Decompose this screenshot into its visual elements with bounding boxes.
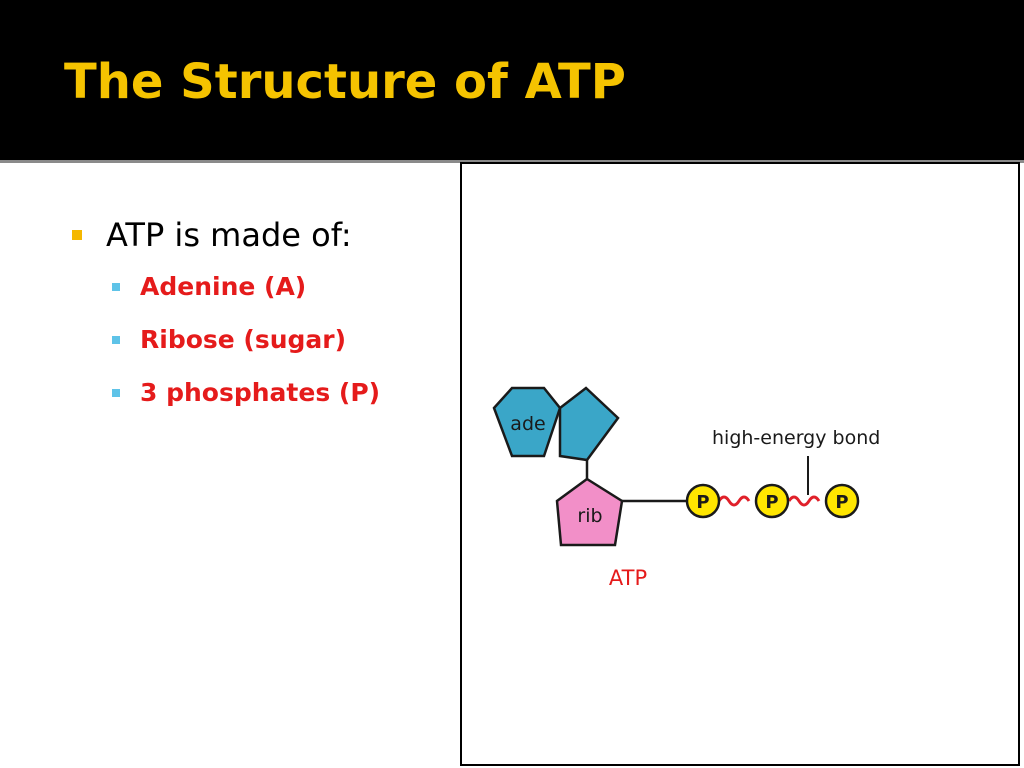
high-energy-bond-1 (717, 495, 751, 507)
high-energy-bond-label: high-energy bond (712, 427, 880, 449)
atp-diagram-frame: ade rib P P P high-energy bond ATP (460, 162, 1020, 766)
high-energy-bond-2 (787, 495, 821, 507)
sub-bullet-phosphates: 3 phosphates (P) (112, 378, 452, 407)
phosphate-1 (685, 483, 721, 519)
atp-label: ATP (609, 566, 647, 590)
sub-bullet-ribose: Ribose (sugar) (112, 325, 452, 354)
phosphate-3 (824, 483, 860, 519)
phosphate-label: P (765, 492, 778, 513)
title-bar: The Structure of ATP (0, 0, 1024, 160)
square-bullet-icon (112, 388, 120, 397)
bullet-content: ATP is made of: Adenine (A) Ribose (suga… (72, 216, 452, 431)
adenine-label: ade (510, 413, 545, 435)
phosphate-label: P (835, 492, 848, 513)
adenine-pentagon (558, 386, 620, 462)
sub-bullet-list: Adenine (A) Ribose (sugar) 3 phosphates … (72, 272, 452, 407)
square-bullet-icon (112, 335, 120, 344)
sub-bullet-text: 3 phosphates (P) (140, 378, 381, 407)
ribose-label: rib (577, 505, 602, 527)
square-bullet-icon (112, 282, 120, 291)
sub-bullet-text: Adenine (A) (140, 272, 307, 301)
slide-title: The Structure of ATP (64, 54, 626, 110)
sub-bullet-adenine: Adenine (A) (112, 272, 452, 301)
main-bullet-text: ATP is made of: (106, 216, 352, 254)
ribose-pentagon (555, 477, 624, 547)
square-bullet-icon (72, 230, 82, 240)
phosphate-label: P (696, 492, 709, 513)
title-divider (0, 160, 1024, 163)
atp-diagram: ade rib P P P high-energy bond ATP (492, 386, 880, 590)
phosphate-2 (754, 483, 790, 519)
sub-bullet-text: Ribose (sugar) (140, 325, 347, 354)
main-bullet: ATP is made of: (72, 216, 452, 254)
